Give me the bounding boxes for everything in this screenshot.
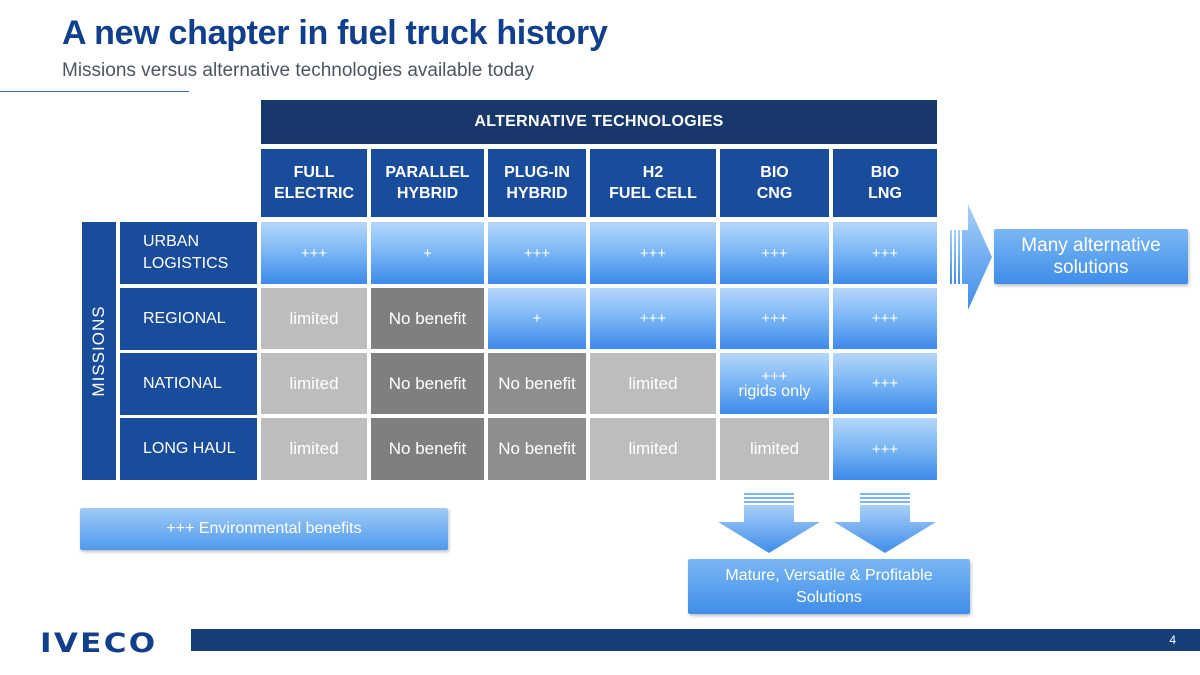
arrow-down-icon [834,493,936,553]
matrix-cell: + [371,222,484,284]
col-header-bio-cng: BIO CNG [720,149,829,217]
page-title: A new chapter in fuel truck history [62,14,608,52]
title-divider [0,91,189,92]
arrow-right-icon [950,204,992,310]
environmental-benefits-legend: +++ Environmental benefits [80,508,448,550]
matrix-cell: +++ [720,288,829,349]
benefit-symbol: +++ [166,520,195,537]
row-header-regional: REGIONAL [120,288,257,350]
matrix-cell: No benefit [488,353,586,414]
matrix-cell: No benefit [371,288,484,349]
matrix-cell: +++ [833,222,937,284]
matrix-cell: +++ rigids only [720,353,829,414]
benefit-legend-text: Environmental benefits [198,520,362,537]
matrix-cell: limited [261,353,367,414]
matrix-cell: + [488,288,586,349]
row-header-long-haul: LONG HAUL [120,418,257,480]
matrix-cell: +++ [590,288,716,349]
alternative-technologies-header: ALTERNATIVE TECHNOLOGIES [261,100,937,144]
footer-bar: 4 [191,629,1200,651]
rigids-only-note: rigids only [738,382,811,400]
missions-label-bar: MISSIONS [82,222,116,480]
matrix-cell: +++ [833,288,937,349]
missions-label: MISSIONS [89,305,108,397]
row-header-national: NATIONAL [120,353,257,415]
matrix-cell: limited [261,418,367,480]
page-number: 4 [1169,633,1176,647]
col-header-full-electric: FULL ELECTRIC [261,149,367,217]
matrix-cell: No benefit [371,353,484,414]
matrix-cell: limited [720,418,829,480]
matrix-cell: +++ [488,222,586,284]
row-header-urban-logistics: URBAN LOGISTICS [120,222,257,284]
mature-solutions-box: Mature, Versatile & Profitable Solutions [688,559,970,614]
matrix-cell: limited [590,353,716,414]
arrow-down-icon [718,493,820,553]
col-header-plug-in-hybrid: PLUG-IN HYBRID [488,149,586,217]
matrix-cell: +++ [833,418,937,480]
iveco-logo: IVECO [40,628,158,659]
matrix-cell: +++ [590,222,716,284]
matrix-cell: +++ [833,353,937,414]
matrix-cell: +++ [720,222,829,284]
many-alternative-solutions-box: Many alternative solutions [994,229,1188,284]
matrix-cell-value: +++ [761,367,788,385]
col-header-parallel-hybrid: PARALLEL HYBRID [371,149,484,217]
page-subtitle: Missions versus alternative technologies… [62,60,535,81]
matrix-cell: limited [590,418,716,480]
col-header-h2-fuel-cell: H2 FUEL CELL [590,149,716,217]
col-header-bio-lng: BIO LNG [833,149,937,217]
matrix-cell: +++ [261,222,367,284]
matrix-cell: limited [261,288,367,349]
matrix-cell: No benefit [488,418,586,480]
matrix-cell: No benefit [371,418,484,480]
